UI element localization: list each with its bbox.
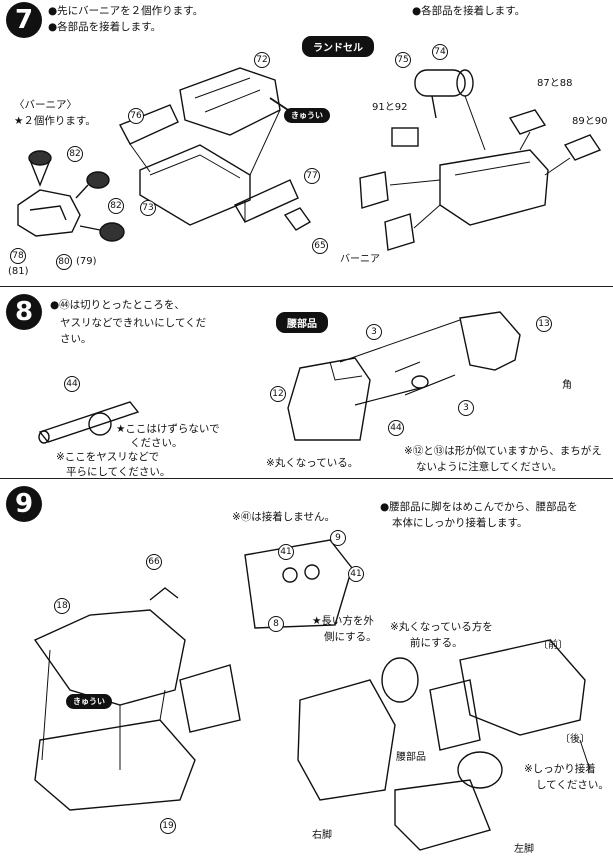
step-7-number: 7 bbox=[6, 2, 42, 38]
corner-label: 角 bbox=[562, 380, 572, 391]
file-note-2: 平らにしてください。 bbox=[66, 466, 171, 478]
rounded-note: ※丸くなっている。 bbox=[266, 457, 359, 469]
part-number: 80 bbox=[56, 254, 72, 270]
step-8-number: 8 bbox=[6, 294, 42, 330]
skirt-assembly-drawing bbox=[33, 587, 241, 811]
part-number: 65 bbox=[312, 238, 328, 254]
rounded-side-note-1: ※丸くなっている方を bbox=[390, 621, 493, 633]
section-divider bbox=[0, 286, 613, 287]
part-number: 41 bbox=[278, 544, 294, 560]
part-number: 66 bbox=[146, 554, 162, 570]
part-number: 13 bbox=[536, 316, 552, 332]
part-number: 77 bbox=[304, 168, 320, 184]
part-number: 75 bbox=[395, 52, 411, 68]
step-8-instruction-2: ヤスリなどできれいにしてくだ bbox=[60, 317, 207, 329]
part-number: 74 bbox=[432, 44, 448, 60]
backpack-exploded-drawing bbox=[119, 67, 312, 231]
glue-note-1: ※しっかり接着 bbox=[524, 763, 596, 775]
waist-part-drawing bbox=[287, 311, 521, 441]
part-number-pair: 91と92 bbox=[372, 102, 408, 113]
rounded-side-note-2: 前にする。 bbox=[410, 637, 463, 649]
part-number: 41 bbox=[348, 566, 364, 582]
arrow-badge: きゅうい bbox=[66, 694, 112, 709]
part-number: 82 bbox=[108, 198, 124, 214]
part-number: 76 bbox=[128, 108, 144, 124]
right-leg-label: 右脚 bbox=[312, 830, 332, 841]
long-side-note-1: ★長い方を外 bbox=[312, 615, 374, 627]
part-number: 44 bbox=[64, 376, 80, 392]
part-number-pair: 89と90 bbox=[572, 116, 608, 127]
vernier-drawing bbox=[17, 150, 125, 242]
step-7-instruction-right: ●各部品を接着します。 bbox=[412, 5, 526, 17]
part-number: 78 bbox=[10, 248, 26, 264]
step-7-instruction-1: ●先にバーニアを２個作ります。 bbox=[48, 5, 204, 17]
step-8-instruction-3: さい。 bbox=[60, 333, 92, 345]
waist-section-label: 腰部品 bbox=[276, 312, 328, 333]
caution-line-1: ※⑫と⑬は形が似ていますから、まちがえ bbox=[404, 445, 602, 457]
legs-assembly-drawing bbox=[297, 639, 591, 851]
landsel-assembled-drawing bbox=[359, 69, 602, 251]
part-number: 19 bbox=[160, 818, 176, 834]
part-number: 3 bbox=[458, 400, 474, 416]
back-label: 〔後〕 bbox=[560, 734, 590, 745]
left-leg-label: 左脚 bbox=[514, 844, 534, 855]
part-number: 12 bbox=[270, 386, 286, 402]
no-shave-note-2: ください。 bbox=[130, 437, 183, 449]
step-9-number: 9 bbox=[6, 486, 42, 522]
section-divider bbox=[0, 478, 613, 479]
vernier-heading: 〈バーニア〉 bbox=[14, 99, 77, 111]
caution-line-2: ないように注意してください。 bbox=[416, 461, 563, 473]
part-number-paren: (79) bbox=[76, 256, 97, 267]
part-number-paren: (81) bbox=[8, 266, 29, 277]
part-44-drawing bbox=[38, 401, 140, 444]
waist-joint-drawing bbox=[244, 539, 353, 629]
part-number: 9 bbox=[330, 530, 346, 546]
arrow-badge: きゅうい bbox=[284, 108, 330, 123]
landsel-section-label: ランドセル bbox=[302, 36, 374, 57]
part-number: 8 bbox=[268, 616, 284, 632]
part-number: 82 bbox=[67, 146, 83, 162]
step-9-instruction-2: 本体にしっかり接着します。 bbox=[392, 517, 528, 529]
part-number: 44 bbox=[388, 420, 404, 436]
part-number: 73 bbox=[140, 200, 156, 216]
step-9-instruction-1: ●腰部品に脚をはめこんでから、腰部品を bbox=[380, 501, 578, 513]
file-note-1: ※ここをヤスリなどで bbox=[56, 451, 160, 463]
part-number: 18 bbox=[54, 598, 70, 614]
step-8-instruction-1: ●㊹は切りとったところを、 bbox=[50, 299, 185, 311]
part-number-pair: 87と88 bbox=[537, 78, 573, 89]
vernier-note: ★２個作ります。 bbox=[14, 115, 96, 127]
front-label: 〔前〕 bbox=[538, 640, 568, 651]
part-number: 3 bbox=[366, 324, 382, 340]
vernier-label: バーニア bbox=[340, 254, 380, 265]
no-glue-note: ※㊶は接着しません。 bbox=[232, 511, 335, 523]
no-shave-note-1: ★ここはけずらないで bbox=[116, 423, 220, 435]
step-7-instruction-2: ●各部品を接着します。 bbox=[48, 21, 162, 33]
glue-note-2: してください。 bbox=[536, 779, 609, 791]
long-side-note-2: 側にする。 bbox=[324, 631, 377, 643]
part-number: 72 bbox=[254, 52, 270, 68]
waist-part-label: 腰部品 bbox=[396, 752, 426, 763]
